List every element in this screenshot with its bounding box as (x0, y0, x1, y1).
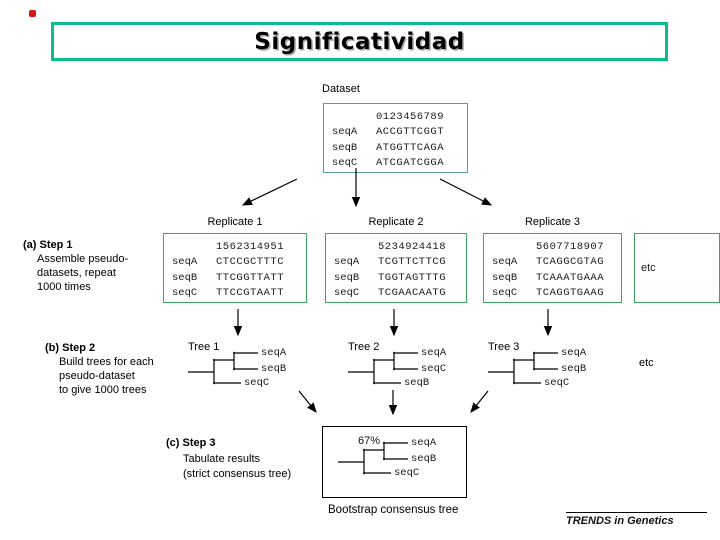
step-b-line: pseudo-dataset (59, 370, 135, 382)
tree-tip: seqB (404, 377, 430, 389)
step-a-heading: (a) Step 1 (23, 239, 73, 251)
journal-credit: TRENDS in Genetics (566, 515, 674, 527)
page-title: Significatividad (254, 28, 465, 55)
step-b-line: to give 1000 trees (59, 384, 147, 396)
tree-title: Tree 3 (488, 341, 520, 353)
replicate-etc-box: etc (634, 233, 720, 303)
replicate-3-title: Replicate 3 (524, 216, 581, 228)
tree-branches (488, 351, 558, 385)
seq-bases: ATGGTTCAGA (376, 142, 445, 154)
replicate-1-box: 1562314951 seqA CTCCGCTTTC seqB TTCGGTTATT… (163, 233, 307, 303)
seq-name: seqA (492, 256, 518, 268)
tree-tip: seqC (421, 363, 447, 375)
seq-bases: TCGAACAATG (378, 287, 447, 299)
tree-tip: seqC (394, 467, 420, 479)
tree-tip: seqB (261, 363, 287, 375)
tree-tip: seqA (261, 347, 287, 359)
tree-tip: seqB (561, 363, 587, 375)
tree-3: Tree 3 seqA seqB seqC (486, 340, 618, 394)
tree-title: Tree 1 (188, 341, 220, 353)
tree-branches (338, 441, 408, 475)
seq-name: seqC (172, 287, 198, 299)
seq-bases: ATCGATCGGA (376, 157, 445, 169)
tree-2: Tree 2 seqA seqC seqB (346, 340, 478, 394)
step-c-heading: (c) Step 3 (166, 437, 216, 449)
seq-bases: ACCGTTCGGT (376, 126, 445, 138)
tree-tip: seqC (244, 377, 270, 389)
seq-bases: TCGTTCTTCG (378, 256, 447, 268)
seq-bases: TGGTAGTTTG (378, 272, 447, 284)
replicate-2-box: 5234924418 seqA TCGTTCTTCG seqB TGGTAGTTTG… (325, 233, 467, 303)
seq-bases: TCAAATGAAA (536, 272, 605, 284)
seq-name: seqC (332, 157, 358, 169)
dataset-box: 0123456789 seqA ACCGTTCGGT seqB ATGGTTCA… (323, 103, 468, 173)
bootstrap-support-value: 67% (357, 435, 380, 447)
consensus-caption: Bootstrap consensus tree (328, 504, 459, 516)
step-b-heading: (b) Step 2 (45, 342, 96, 354)
seq-name: seqA (334, 256, 360, 268)
step-c-line: Tabulate results (183, 453, 261, 465)
seq-name: seqC (492, 287, 518, 299)
dataset-label: Dataset (322, 83, 360, 95)
replicate-1-title: Replicate 1 (207, 216, 263, 228)
position-digits: 5234924418 (378, 241, 447, 253)
seq-name: seqA (332, 126, 358, 138)
tree-title: Tree 2 (348, 341, 380, 353)
arrow-tree3-consensus (470, 390, 489, 413)
tree-tip: seqC (544, 377, 570, 389)
seq-bases: TCAGGCGTAG (536, 256, 605, 268)
seq-name: seqB (172, 272, 198, 284)
footer-divider (566, 512, 707, 513)
seq-name: seqC (334, 287, 360, 299)
position-digits: 1562314951 (216, 241, 285, 253)
replicate-2-title: Replicate 2 (368, 216, 424, 228)
seq-name: seqB (334, 272, 360, 284)
seq-name: seqB (332, 142, 358, 154)
tree-tip: seqA (411, 437, 437, 449)
seq-name: seqA (172, 256, 198, 268)
etc-label: etc (641, 262, 656, 274)
arrow-dataset-replicate1 (241, 178, 298, 206)
replicate-3-box: 5607718907 seqA TCAGGCGTAG seqB TCAAATGAAA… (483, 233, 622, 303)
position-digits: 0123456789 (376, 111, 445, 123)
arrow-tree1-consensus (298, 390, 317, 413)
arrow-dataset-replicate3 (439, 178, 493, 206)
tree-branches (188, 351, 258, 385)
tree-1: Tree 1 seqA seqB seqC (186, 340, 318, 394)
consensus-tree: 67% seqA seqB seqC (336, 430, 468, 484)
seq-bases: CTCCGCTTTC (216, 256, 285, 268)
seq-name: seqB (492, 272, 518, 284)
title-box: Significatividad (51, 22, 668, 61)
tree-tip: seqB (411, 453, 437, 465)
step-b-line: Build trees for each (59, 356, 154, 368)
step-a-line: datasets, repeat (37, 267, 116, 279)
red-bullet-marker (29, 10, 36, 17)
position-digits: 5607718907 (536, 241, 605, 253)
trees-etc-label: etc (639, 357, 654, 369)
step-a-line: Assemble pseudo- (37, 253, 129, 265)
seq-bases: TCAGGTGAAG (536, 287, 605, 299)
step-a-line: 1000 times (37, 281, 91, 293)
tree-tip: seqA (561, 347, 587, 359)
seq-bases: TTCGGTTATT (216, 272, 285, 284)
seq-bases: TTCCGTAATT (216, 287, 285, 299)
step-c-line: (strict consensus tree) (183, 468, 292, 480)
tree-tip: seqA (421, 347, 447, 359)
tree-branches (348, 351, 418, 385)
